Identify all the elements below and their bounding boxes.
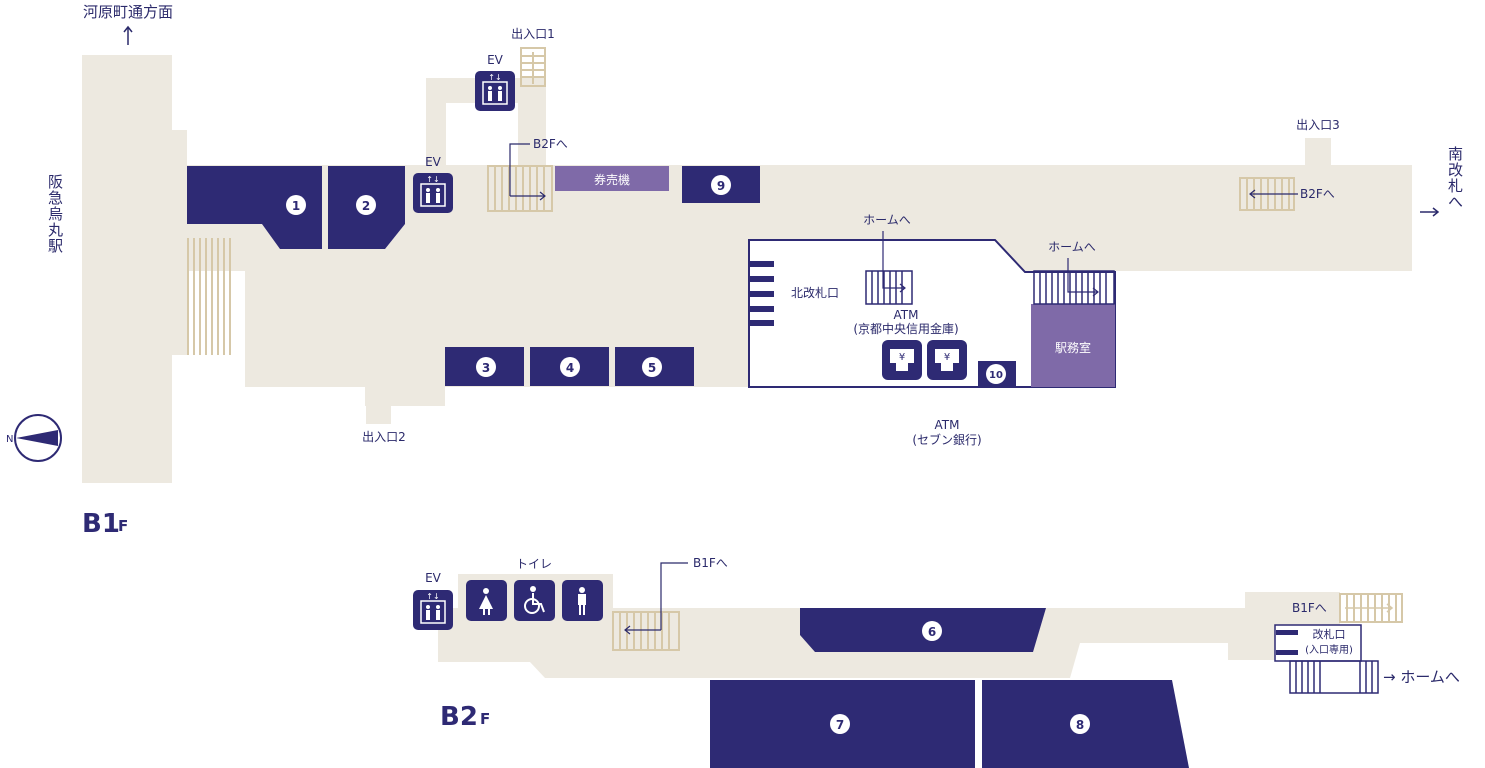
north-gate-area xyxy=(748,239,1116,388)
svg-text:¥: ¥ xyxy=(944,352,950,363)
exit1-label: 出入口1 xyxy=(511,27,555,41)
elevator-icon: ↑↓ xyxy=(475,71,515,111)
store-number: 1 xyxy=(292,199,300,213)
atm-icon: ¥ xyxy=(927,340,967,380)
male-toilet-icon xyxy=(562,580,603,621)
floor-b2-suffix: F xyxy=(480,710,490,728)
female-toilet-icon xyxy=(466,580,507,621)
b1-stairs-to-b2-right-arrow xyxy=(1249,189,1298,199)
b2-stairs-to-b1-right-arrow xyxy=(1345,603,1394,613)
store-number: 8 xyxy=(1076,718,1084,732)
side-station-label: 阪急烏丸駅 xyxy=(46,174,64,254)
atm-label: ATM xyxy=(894,308,919,322)
elevator-icon: ↑↓ xyxy=(413,590,453,630)
to-b1-label: B1Fへ xyxy=(1292,601,1327,615)
store-number: 10 xyxy=(989,370,1003,381)
exit3-label: 出入口3 xyxy=(1296,118,1340,132)
platform-stairs-2 xyxy=(1033,270,1115,305)
store-number: 7 xyxy=(836,718,844,732)
b1-store-numbers: 1 2 3 4 5 9 xyxy=(286,175,731,377)
station-office xyxy=(1031,304,1115,387)
b1-floor-area xyxy=(82,55,1412,483)
ev-label: EV xyxy=(425,155,442,169)
home-label: ホームへ xyxy=(863,213,911,227)
atm-icon: ¥ xyxy=(882,340,922,380)
atm-label: ATM xyxy=(935,418,960,432)
toilet-label: トイレ xyxy=(516,557,552,571)
south-gate-label: 南改札へ xyxy=(1446,146,1464,210)
atm-bank-label: (セブン銀行) xyxy=(912,432,981,447)
svg-text:N: N xyxy=(6,434,13,445)
to-b2-label: B2Fへ xyxy=(533,137,568,151)
store-number: 5 xyxy=(648,361,656,375)
ticket-machine xyxy=(555,166,669,191)
elevator-icon: ↑↓ xyxy=(413,173,453,213)
svg-text:¥: ¥ xyxy=(899,352,905,363)
platform-stairs-1-arrow xyxy=(882,231,906,293)
svg-text:↑↓: ↑↓ xyxy=(426,175,439,184)
ev-label: EV xyxy=(487,53,504,67)
gate-bars xyxy=(1276,630,1298,655)
b1-stairs-left xyxy=(187,238,231,355)
compass-icon: N xyxy=(6,414,62,462)
home-label: → ホームへ xyxy=(1383,668,1460,686)
svg-text:↑↓: ↑↓ xyxy=(426,592,439,601)
accessible-toilet-icon xyxy=(514,580,555,621)
to-b1-label: B1Fへ xyxy=(693,556,728,570)
arrow-right-icon xyxy=(1420,207,1440,217)
b1-stairs-to-b2-left xyxy=(487,165,553,212)
store-number: 3 xyxy=(482,361,490,375)
b2-stairs-to-b1-left-arrow xyxy=(624,562,688,635)
floor-b1-title: B1 xyxy=(82,509,120,539)
gate-note-label: (入口専用) xyxy=(1305,644,1353,656)
home-label: ホームへ xyxy=(1048,240,1096,254)
gate-label: 改札口 xyxy=(1313,627,1346,641)
b2-platform-stairs xyxy=(1289,660,1379,694)
store-number: 6 xyxy=(928,625,936,639)
atm-bank-label: (京都中央信用金庫) xyxy=(853,321,958,336)
store-number: 2 xyxy=(362,199,370,213)
top-direction-label: 河原町通方面 xyxy=(83,3,173,21)
store-number: 9 xyxy=(717,179,725,193)
floor-b2-title: B2 xyxy=(440,702,478,732)
b1-exit1-stairs xyxy=(520,47,546,87)
to-b2-label: B2Fへ xyxy=(1300,187,1335,201)
arrow-up-icon xyxy=(123,25,133,45)
gate-bars xyxy=(750,261,774,326)
b2-stairs-to-b1-left xyxy=(612,611,680,651)
north-gate-label: 北改札口 xyxy=(791,286,839,300)
platform-stairs-2-arrow xyxy=(1067,258,1099,297)
station-office-label: 駅務室 xyxy=(1055,340,1091,355)
b1-stairs-to-b2-left-arrow xyxy=(509,143,546,201)
ticket-machine-label: 券売機 xyxy=(594,172,630,187)
floor-b1-suffix: F xyxy=(118,517,128,535)
store-1 xyxy=(187,166,322,249)
store-number: 4 xyxy=(566,361,574,375)
exit2-label: 出入口2 xyxy=(362,430,406,444)
svg-text:↑↓: ↑↓ xyxy=(488,73,501,82)
ev-label: EV xyxy=(425,571,442,585)
